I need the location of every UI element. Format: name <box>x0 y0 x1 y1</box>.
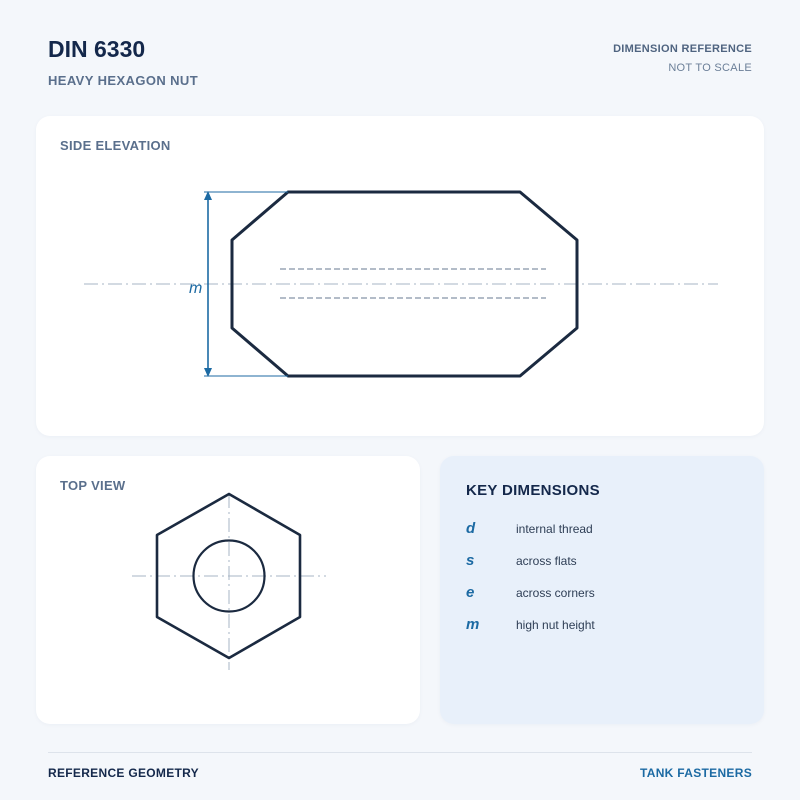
footer-reference-geometry: REFERENCE GEOMETRY <box>48 766 199 780</box>
key-item-symbol: e <box>466 584 475 601</box>
key-dimensions-card: KEY DIMENSIONS d internal thread s acros… <box>440 456 764 724</box>
top-view-card: TOP VIEW <box>36 456 420 724</box>
key-item-symbol: d <box>466 520 476 537</box>
nut-hexagon-outline <box>155 492 302 660</box>
key-item-description: high nut height <box>516 618 595 632</box>
footer-divider <box>48 752 752 753</box>
key-item-description: internal thread <box>516 522 593 536</box>
key-item: s across flats <box>466 552 746 572</box>
dimension-arrow-bottom <box>204 368 212 377</box>
key-item-symbol: s <box>466 552 475 569</box>
key-dimensions-title: KEY DIMENSIONS <box>466 482 600 499</box>
side-elevation-card: SIDE ELEVATION m <box>36 116 764 436</box>
side-elevation-label: SIDE ELEVATION <box>60 138 171 153</box>
key-item: e across corners <box>466 584 746 604</box>
key-item: m high nut height <box>466 616 746 636</box>
top-view-drawing <box>132 492 326 670</box>
nut-bore-circle <box>192 539 266 613</box>
dimension-reference-label: DIMENSION REFERENCE <box>613 43 752 55</box>
footer-brand: TANK FASTENERS <box>640 766 752 780</box>
page-subtitle: HEAVY HEXAGON NUT <box>48 73 199 88</box>
top-view-label: TOP VIEW <box>60 478 126 493</box>
page-title: DIN 6330 <box>48 36 146 62</box>
not-to-scale-note: NOT TO SCALE <box>668 62 752 74</box>
dimension-arrow-top <box>204 191 212 200</box>
key-item-symbol: m <box>466 616 480 633</box>
side-elevation-drawing: m <box>84 190 718 378</box>
key-item-description: across corners <box>516 586 595 600</box>
key-item-description: across flats <box>516 554 577 568</box>
nut-side-outline <box>230 190 579 378</box>
height-dimension-symbol: m <box>189 280 202 297</box>
key-item: d internal thread <box>466 520 746 540</box>
